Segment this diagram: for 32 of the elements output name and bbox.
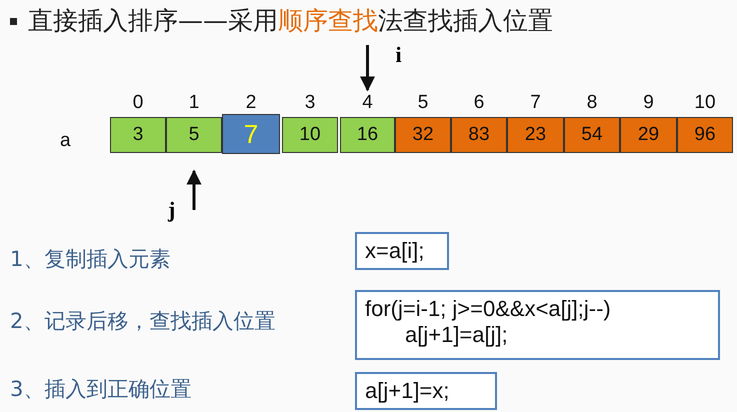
index-number: 8: [586, 92, 598, 114]
index-number: 4: [361, 92, 374, 114]
array-cell: 16: [340, 117, 395, 153]
title: 直接插入排序——采用顺序查找法查找插入位置: [28, 5, 553, 37]
array-cell: 96: [677, 117, 733, 153]
array-cell: 32: [395, 117, 451, 153]
index-number: 6: [472, 92, 486, 114]
index-number: 7: [529, 92, 542, 114]
code-box: a[j+1]=x;: [355, 372, 497, 410]
array-cell: 83: [451, 117, 507, 153]
array-cell: 23: [507, 117, 564, 153]
step-text: 1、复制插入元素: [10, 246, 170, 273]
index-number: 3: [304, 92, 316, 114]
array-cell: 29: [620, 117, 677, 153]
code-box: for(j=i-1; j>=0&&x<a[j];j--) a[j+1]=a[j];: [355, 290, 720, 360]
array-cell: 7: [222, 114, 280, 154]
array-name: a: [60, 130, 71, 152]
index-number: 5: [416, 92, 430, 114]
index-number: 2: [244, 92, 258, 114]
index-number: 9: [642, 92, 655, 114]
arrow: [186, 170, 202, 210]
index-number: 1: [188, 92, 200, 114]
index-number: 10: [693, 92, 717, 114]
array-cell: 5: [166, 117, 222, 153]
step-text: 3、插入到正确位置: [10, 376, 192, 403]
index-number: 0: [132, 92, 144, 114]
code-box: x=a[i];: [355, 232, 449, 270]
array-cell: 54: [564, 117, 620, 153]
arrow: [360, 45, 375, 92]
step-text: 2、记录后移，查找插入位置: [10, 308, 276, 335]
array-cell: 3: [110, 117, 166, 153]
array-cell: 10: [282, 117, 338, 153]
